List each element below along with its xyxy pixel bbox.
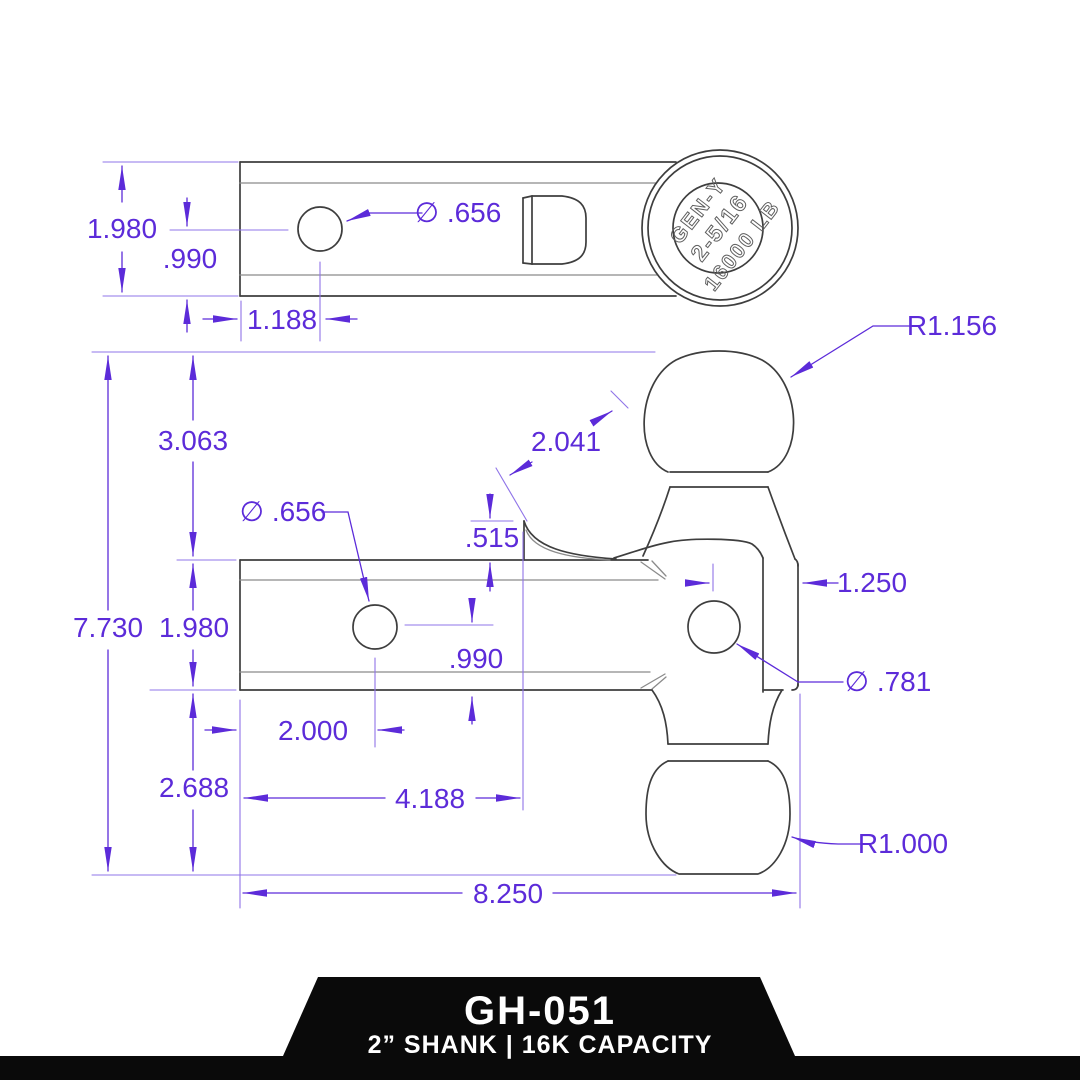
top-view-pin-hole xyxy=(297,206,343,252)
dim-ball-clearance: 2.041 xyxy=(531,426,601,457)
side-view-bottom-ball xyxy=(645,689,791,875)
dim-drop: 2.688 xyxy=(159,772,229,803)
top-view-ball-end: GEN-Y 2-5/16 16000 LB xyxy=(641,149,799,307)
side-view-head xyxy=(613,538,799,693)
side-view: 7.730 3.063 1.980 2.688 2.041 .515 ∅ .65… xyxy=(73,310,997,909)
dim-top-hole-offset: 1.188 xyxy=(247,304,317,335)
dim-lip-height: .515 xyxy=(465,522,520,553)
dim-top-ball-radius: R1.156 xyxy=(907,310,997,341)
side-view-top-ball xyxy=(642,350,796,560)
top-view-boss xyxy=(522,195,587,265)
dim-hole-offset: 2.000 xyxy=(278,715,348,746)
top-view: GEN-Y 2-5/16 16000 LB 1.980 .990 1.188 xyxy=(87,149,799,342)
banner-trapezoid xyxy=(283,977,795,1056)
dim-head-offset: 4.188 xyxy=(395,783,465,814)
dim-head-width: 1.250 xyxy=(837,567,907,598)
side-view-saddle-lip xyxy=(523,520,617,561)
banner-model: GH-051 xyxy=(464,989,616,1033)
dim-top-height: 1.980 xyxy=(87,213,157,244)
dim-overall-length: 8.250 xyxy=(473,878,543,909)
dim-bottom-ball-radius: R1.000 xyxy=(858,828,948,859)
banner-spec: 2” SHANK | 16K CAPACITY xyxy=(368,1031,713,1059)
dim-shank-height: 1.980 xyxy=(159,612,229,643)
dim-overall-height: 7.730 xyxy=(73,612,143,643)
side-view-dimensions: 7.730 3.063 1.980 2.688 2.041 .515 ∅ .65… xyxy=(73,310,997,909)
top-view-shank-outline xyxy=(239,161,677,297)
side-view-shank xyxy=(239,559,667,691)
banner-bottom-bar xyxy=(0,1056,1080,1080)
dim-hole-to-bottom: .990 xyxy=(449,643,504,674)
dim-rise: 3.063 xyxy=(158,425,228,456)
side-view-pin-hole xyxy=(687,600,741,654)
dim-top-hole-dia: ∅ .656 xyxy=(415,197,502,228)
title-banner: GH-051 2” SHANK | 16K CAPACITY xyxy=(0,977,1080,1080)
top-view-dimensions: 1.980 .990 1.188 ∅ .656 xyxy=(87,161,502,342)
side-view-shank-hole xyxy=(352,604,398,650)
dim-pin-hole-dia: ∅ .781 xyxy=(845,666,932,697)
dim-shank-hole-dia: ∅ .656 xyxy=(240,496,327,527)
dim-top-center-offset: .990 xyxy=(163,243,218,274)
